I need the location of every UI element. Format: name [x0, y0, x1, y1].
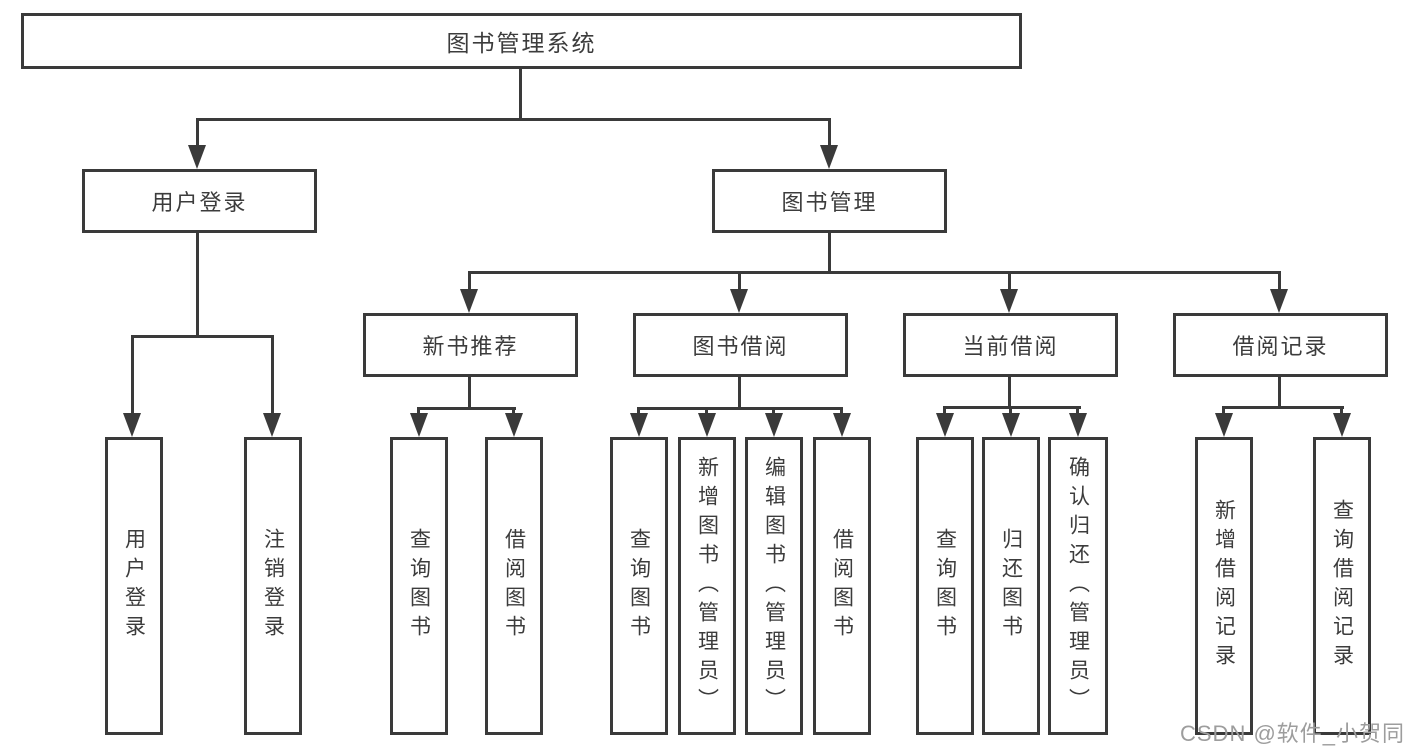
connector-line [196, 118, 831, 121]
connector-line [1278, 377, 1281, 408]
leaf-borrow-books-recommend: 借阅图书 [485, 437, 543, 735]
node-label: 当前借阅 [962, 334, 1059, 359]
leaf-edit-books-admin: 编辑图书（管理员） [745, 437, 803, 735]
node-library-management-system: 图书管理系统 [21, 13, 1022, 69]
leaf-query-books-current: 查询图书 [916, 437, 974, 735]
leaf-query-books-recommend: 查询图书 [390, 437, 448, 735]
node-current-borrowing: 当前借阅 [903, 313, 1118, 377]
csdn-watermark: CSDN @软件_小贺同学 [1180, 721, 1405, 746]
arrow-down-icon [460, 289, 478, 313]
node-label: 图书借阅 [692, 334, 789, 359]
connector-line [417, 407, 420, 416]
arrow-down-icon [1000, 289, 1018, 313]
connector-line [1008, 377, 1011, 409]
node-borrowing-records: 借阅记录 [1173, 313, 1388, 377]
node-book-borrowing: 图书借阅 [633, 313, 848, 377]
arrow-down-icon [263, 413, 281, 437]
node-label: 查询图书 [933, 528, 957, 644]
arrow-down-icon [765, 413, 783, 437]
node-label: 新增借阅记录 [1212, 499, 1236, 673]
node-label: 借阅图书 [502, 528, 526, 644]
arrow-down-icon [188, 145, 206, 169]
node-label: 新书推荐 [422, 334, 519, 359]
leaf-user-login: 用户登录 [105, 437, 163, 735]
arrow-down-icon [698, 413, 716, 437]
connector-line [1340, 406, 1343, 416]
connector-line [1222, 406, 1344, 409]
node-label: 借阅记录 [1232, 334, 1329, 359]
node-label: 用户登录 [151, 190, 248, 215]
connector-line [1076, 406, 1079, 416]
connector-line [1222, 406, 1225, 416]
connector-line [840, 407, 843, 416]
connector-line [131, 335, 134, 416]
arrow-down-icon [410, 413, 428, 437]
arrow-down-icon [936, 413, 954, 437]
node-label: 注销登录 [261, 528, 285, 644]
connector-line [196, 118, 199, 148]
connector-line [944, 406, 1081, 409]
arrow-down-icon [630, 413, 648, 437]
connector-line [271, 335, 274, 416]
arrow-down-icon [1333, 413, 1351, 437]
node-new-book-recommendation: 新书推荐 [363, 313, 578, 377]
connector-line [1278, 271, 1281, 293]
node-user-login: 用户登录 [82, 169, 317, 233]
node-label: 确认归还（管理员） [1066, 455, 1090, 717]
node-label: 查询图书 [407, 528, 431, 644]
node-book-management: 图书管理 [712, 169, 947, 233]
arrow-down-icon [820, 145, 838, 169]
node-label: 用户登录 [122, 528, 146, 644]
leaf-add-books-admin: 新增图书（管理员） [678, 437, 736, 735]
connector-line [1008, 271, 1011, 293]
leaf-logout: 注销登录 [244, 437, 302, 735]
connector-line [512, 407, 515, 416]
node-label: 图书管理系统 [446, 30, 597, 56]
connector-line [828, 118, 831, 148]
arrow-down-icon [505, 413, 523, 437]
node-label: 查询图书 [627, 528, 651, 644]
leaf-confirm-return-admin: 确认归还（管理员） [1048, 437, 1108, 735]
connector-line [468, 271, 1281, 274]
connector-line [417, 407, 516, 410]
leaf-return-books: 归还图书 [982, 437, 1040, 735]
node-label: 查询借阅记录 [1330, 499, 1354, 673]
leaf-query-books-borrowing: 查询图书 [610, 437, 668, 735]
connector-line [1009, 406, 1012, 416]
connector-line [705, 407, 708, 416]
arrow-down-icon [123, 413, 141, 437]
connector-line [738, 271, 741, 293]
arrow-down-icon [1270, 289, 1288, 313]
arrow-down-icon [1215, 413, 1233, 437]
connector-line [519, 69, 522, 120]
arrow-down-icon [1069, 413, 1087, 437]
connector-line [943, 406, 946, 416]
arrow-down-icon [730, 289, 748, 313]
node-label: 借阅图书 [830, 528, 854, 644]
node-label: 归还图书 [999, 528, 1023, 644]
leaf-add-borrow-record: 新增借阅记录 [1195, 437, 1253, 735]
connector-line [468, 377, 471, 409]
node-label: 编辑图书（管理员） [762, 455, 786, 717]
connector-line [468, 271, 471, 293]
connector-line [637, 407, 843, 410]
arrow-down-icon [833, 413, 851, 437]
node-label: 图书管理 [781, 190, 878, 215]
connector-line [131, 335, 274, 338]
leaf-query-borrow-record: 查询借阅记录 [1313, 437, 1371, 735]
connector-line [828, 233, 831, 274]
leaf-borrow-books-borrowing: 借阅图书 [813, 437, 871, 735]
connector-line [772, 407, 775, 416]
connector-line [637, 407, 640, 416]
connector-line [738, 377, 741, 409]
connector-line [196, 233, 199, 337]
node-label: 新增图书（管理员） [695, 455, 719, 717]
arrow-down-icon [1002, 413, 1020, 437]
